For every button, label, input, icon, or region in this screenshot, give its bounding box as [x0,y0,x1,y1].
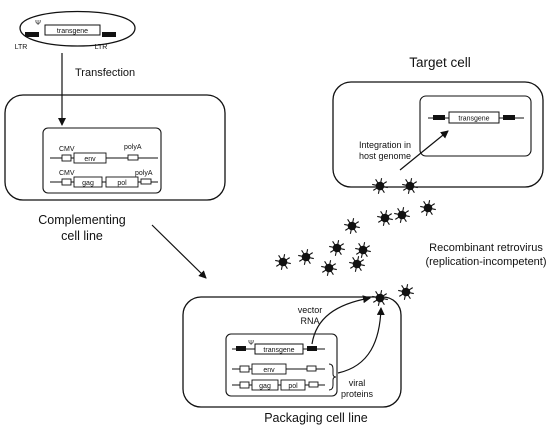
env-construct: env CMV polyA [50,144,158,164]
virus-particle-icon [349,256,365,272]
target-nucleus [419,95,532,157]
plasmid-ring [19,10,136,47]
to-packaging-arrow [151,224,207,279]
plasmid: transgene Ψ LTR LTR [15,10,136,51]
virus-particle-icon [329,240,345,256]
complementing-cell: env CMV polyA gag pol CMV polyA Compleme… [4,94,226,243]
plasmid-ltr-right-label: LTR [95,44,108,51]
polya-label-top: polyA [124,144,142,151]
vector-rna-label-line1: vector [298,305,323,315]
packaging-promoter-icon [239,365,250,373]
virus-particle-icon [372,178,388,194]
vector-rna-label-line2: RNA [300,316,319,326]
integration-label-line2: host genome [359,151,411,161]
polya-signal-icon [127,154,139,161]
packaging-env-label: env [263,367,275,374]
gag-gene-box [73,176,103,188]
pol-gene-box [105,176,139,188]
virus-particle-icon [298,249,314,265]
target-cell: Target cell transgene Integration in hos… [332,55,544,188]
packaging-nucleus [225,333,338,397]
virus-particle-icon [321,260,337,276]
packaging-polya-icon [306,365,317,372]
polya-label-bottom: polyA [135,170,153,177]
pol-gene-label: pol [117,180,127,187]
recombinant-label-line1: Recombinant retrovirus [429,242,543,254]
env-gene-label: env [84,156,96,163]
env-gene-box [73,152,107,164]
integration-arrow [399,130,449,171]
plasmid-ltr-right-box [102,32,116,37]
target-ltr-right-box [503,115,515,120]
virus-particle-icon [372,290,388,306]
packaging-promoter-icon [239,381,250,389]
virus-particle-icon [355,242,371,258]
polya-signal-icon [140,178,152,185]
gag-pol-construct: gag pol CMV polyA [50,170,158,188]
packaging-cell-outline [182,296,402,408]
viral-proteins-brace [328,363,337,391]
viral-proteins-label-line1: viral [349,378,366,388]
packaging-pol-box [280,379,306,391]
target-cell-outline [332,81,544,188]
transfection-label: Transfection [75,67,135,79]
gag-gene-label: gag [82,180,94,187]
packaging-transgene-label: transgene [263,347,294,354]
packaging-polya-icon [308,381,319,388]
viral-proteins-arrow [337,307,385,374]
target-ltr-left-box [433,115,445,120]
plasmid-ltr-left-box [25,32,39,37]
virus-particle-icon [402,178,418,194]
plasmid-transgene-label: transgene [57,28,88,35]
vector-rna-arrow [311,295,371,345]
packaging-caption: Packaging cell line [264,411,368,425]
cmv-promoter-icon [61,178,72,186]
packaging-gag-box [251,379,279,391]
target-transgene-box [448,111,500,124]
packaging-env-box [251,363,287,375]
integration-label-line1: Integration in [359,140,411,150]
plasmid-ltr-left-label: LTR [15,44,28,51]
packaging-ltr-left-box [236,346,246,351]
complementing-caption-line2: cell line [61,229,103,243]
cmv-promoter-icon [61,154,72,162]
complementing-nucleus [42,127,162,194]
cmv-label-bottom: CMV [59,170,75,177]
packaging-cell: Ψ transgene env gag pol vector RNA viral… [182,295,402,425]
packaging-psi-symbol: Ψ [248,340,254,347]
virus-particle-icon [344,218,360,234]
virus-particle-icon [377,210,393,226]
virus-particle-icon [394,207,410,223]
target-cell-title: Target cell [409,55,471,70]
virus-particle-icon [398,284,414,300]
packaging-gag-label: gag [259,383,271,390]
complementing-cell-outline [4,94,226,201]
plasmid-transgene-box [44,24,101,36]
plasmid-psi-symbol: Ψ [35,20,41,27]
packaging-ltr-right-box [307,346,317,351]
recombinant-label-line2: (replication-incompetent) [425,256,546,268]
complementing-caption-line1: Complementing [38,213,126,227]
cmv-label-top: CMV [59,146,75,153]
packaging-transgene-box [254,343,304,355]
packaging-pol-label: pol [288,383,298,390]
virus-particles [275,178,436,306]
virus-particle-icon [420,200,436,216]
viral-proteins-label-line2: proteins [341,389,374,399]
target-transgene-label: transgene [458,116,489,123]
virus-particle-icon [275,254,291,270]
